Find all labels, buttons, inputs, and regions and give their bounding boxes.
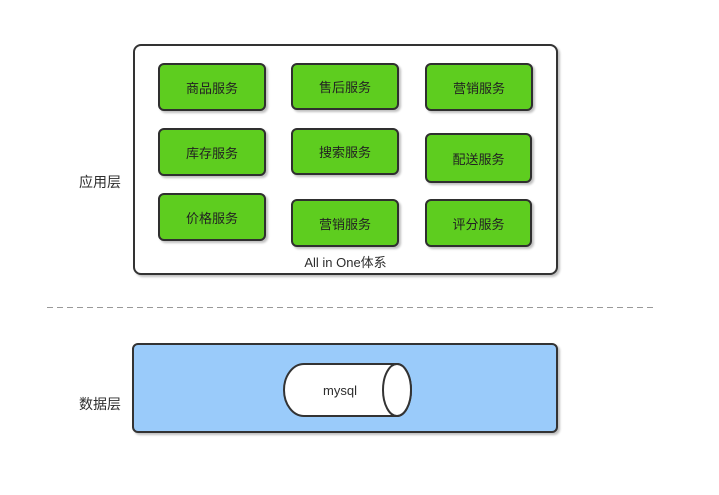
service-box-inventory: 库存服务 [158,128,266,176]
layer-divider-line [47,307,655,308]
data-layer-container: mysql [132,343,558,433]
database-cylinder-icon: mysql [283,363,412,417]
service-box-aftersale: 售后服务 [291,63,399,110]
service-box-marketing-2: 营销服务 [291,199,399,247]
service-box-rating: 评分服务 [425,199,532,247]
app-container-title: All in One体系 [304,255,387,270]
service-box-price: 价格服务 [158,193,266,241]
service-box-product: 商品服务 [158,63,266,111]
database-label: mysql [323,383,357,398]
service-box-marketing-1: 营销服务 [425,63,533,111]
service-box-delivery: 配送服务 [425,133,532,183]
app-layer-label: 应用层 [79,174,121,190]
service-box-search: 搜索服务 [291,128,399,175]
data-layer-label: 数据层 [79,396,121,412]
